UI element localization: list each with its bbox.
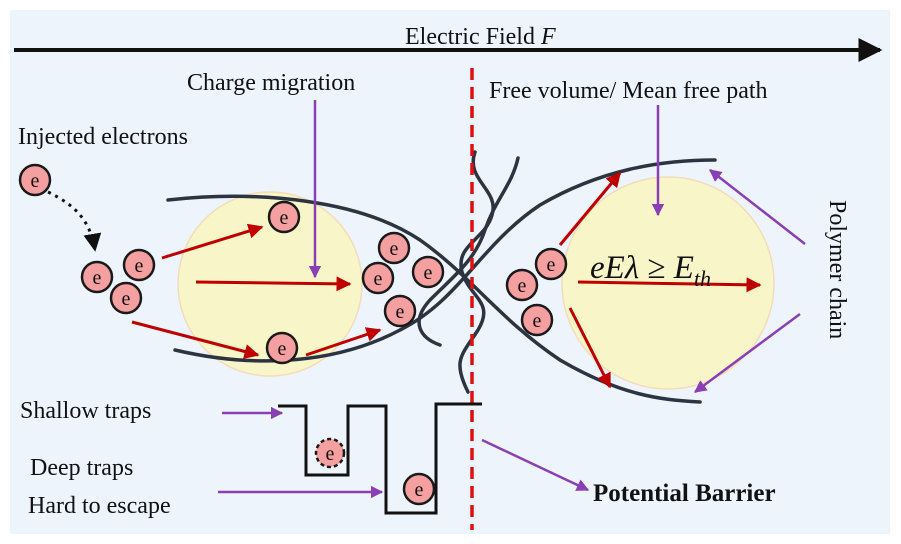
- polymer-chain-pointer-top: [709, 169, 806, 245]
- electron: e: [109, 281, 143, 315]
- free-volume-label: Free volume/ Mean free path: [489, 78, 768, 104]
- svg-text:e: e: [280, 207, 289, 229]
- trapped-electron-deep: e: [402, 472, 436, 506]
- polymer-chain-3: [458, 150, 495, 394]
- electron: e: [18, 163, 52, 197]
- electric-field: Electric Field F: [14, 24, 883, 62]
- electron: e: [505, 268, 539, 302]
- electron: e: [534, 247, 568, 281]
- svg-text:e: e: [278, 338, 287, 360]
- migration-arrow: [558, 171, 622, 246]
- migration-arrow: [195, 276, 352, 292]
- svg-text:e: e: [31, 170, 40, 192]
- svg-text:e: e: [93, 267, 102, 289]
- deep-traps-label: Deep traps: [30, 455, 133, 481]
- electron: e: [267, 200, 301, 234]
- polymer-chain-1: [166, 194, 702, 404]
- electron: e: [265, 331, 299, 365]
- electron: e: [383, 294, 417, 328]
- trap-energy-profile: [278, 402, 482, 515]
- migration-arrow: [577, 277, 762, 293]
- polymer-chain-4: [417, 156, 520, 347]
- electron: e: [411, 255, 445, 289]
- svg-text:e: e: [415, 479, 424, 501]
- svg-text:e: e: [122, 288, 131, 310]
- injection-arrow: [47, 190, 102, 252]
- electron: e: [122, 248, 156, 282]
- shallow-traps-label: Shallow traps: [20, 398, 151, 424]
- annotation-arrows: [218, 100, 806, 499]
- electron: e: [520, 303, 554, 337]
- electrons: e e e e e e e e e e e e e e e: [18, 163, 568, 506]
- trapped-electron-shallow: e: [314, 437, 346, 469]
- polymer-chain-pointer-bottom: [693, 312, 801, 394]
- svg-text:e: e: [135, 255, 144, 277]
- electron: e: [377, 231, 411, 265]
- svg-text:e: e: [547, 254, 556, 276]
- svg-text:e: e: [424, 262, 433, 284]
- migration-arrows: [131, 171, 762, 389]
- injected-electrons-label: Injected electrons: [18, 124, 188, 150]
- svg-text:e: e: [326, 443, 335, 465]
- polymer-chain-label: Polymer chain: [824, 200, 850, 339]
- migration-arrow: [305, 327, 382, 357]
- charge-migration-label: Charge migration: [187, 70, 355, 96]
- svg-text:e: e: [533, 310, 542, 332]
- migration-arrow: [568, 307, 612, 389]
- hard-to-escape-label: Hard to escape: [28, 493, 171, 519]
- electric-field-label: Electric Field F: [405, 24, 556, 50]
- potential-barrier-pointer: [481, 438, 590, 492]
- electron: e: [80, 260, 114, 294]
- svg-text:e: e: [396, 301, 405, 323]
- svg-text:e: e: [374, 268, 383, 290]
- migration-arrow: [161, 223, 264, 260]
- energy-criterion-equation: eEλ ≥ Eth: [590, 250, 711, 291]
- electron: e: [361, 261, 395, 295]
- potential-barrier-label: Potential Barrier: [593, 480, 776, 507]
- svg-text:e: e: [518, 275, 527, 297]
- svg-text:e: e: [390, 238, 399, 260]
- migration-arrow: [131, 320, 260, 359]
